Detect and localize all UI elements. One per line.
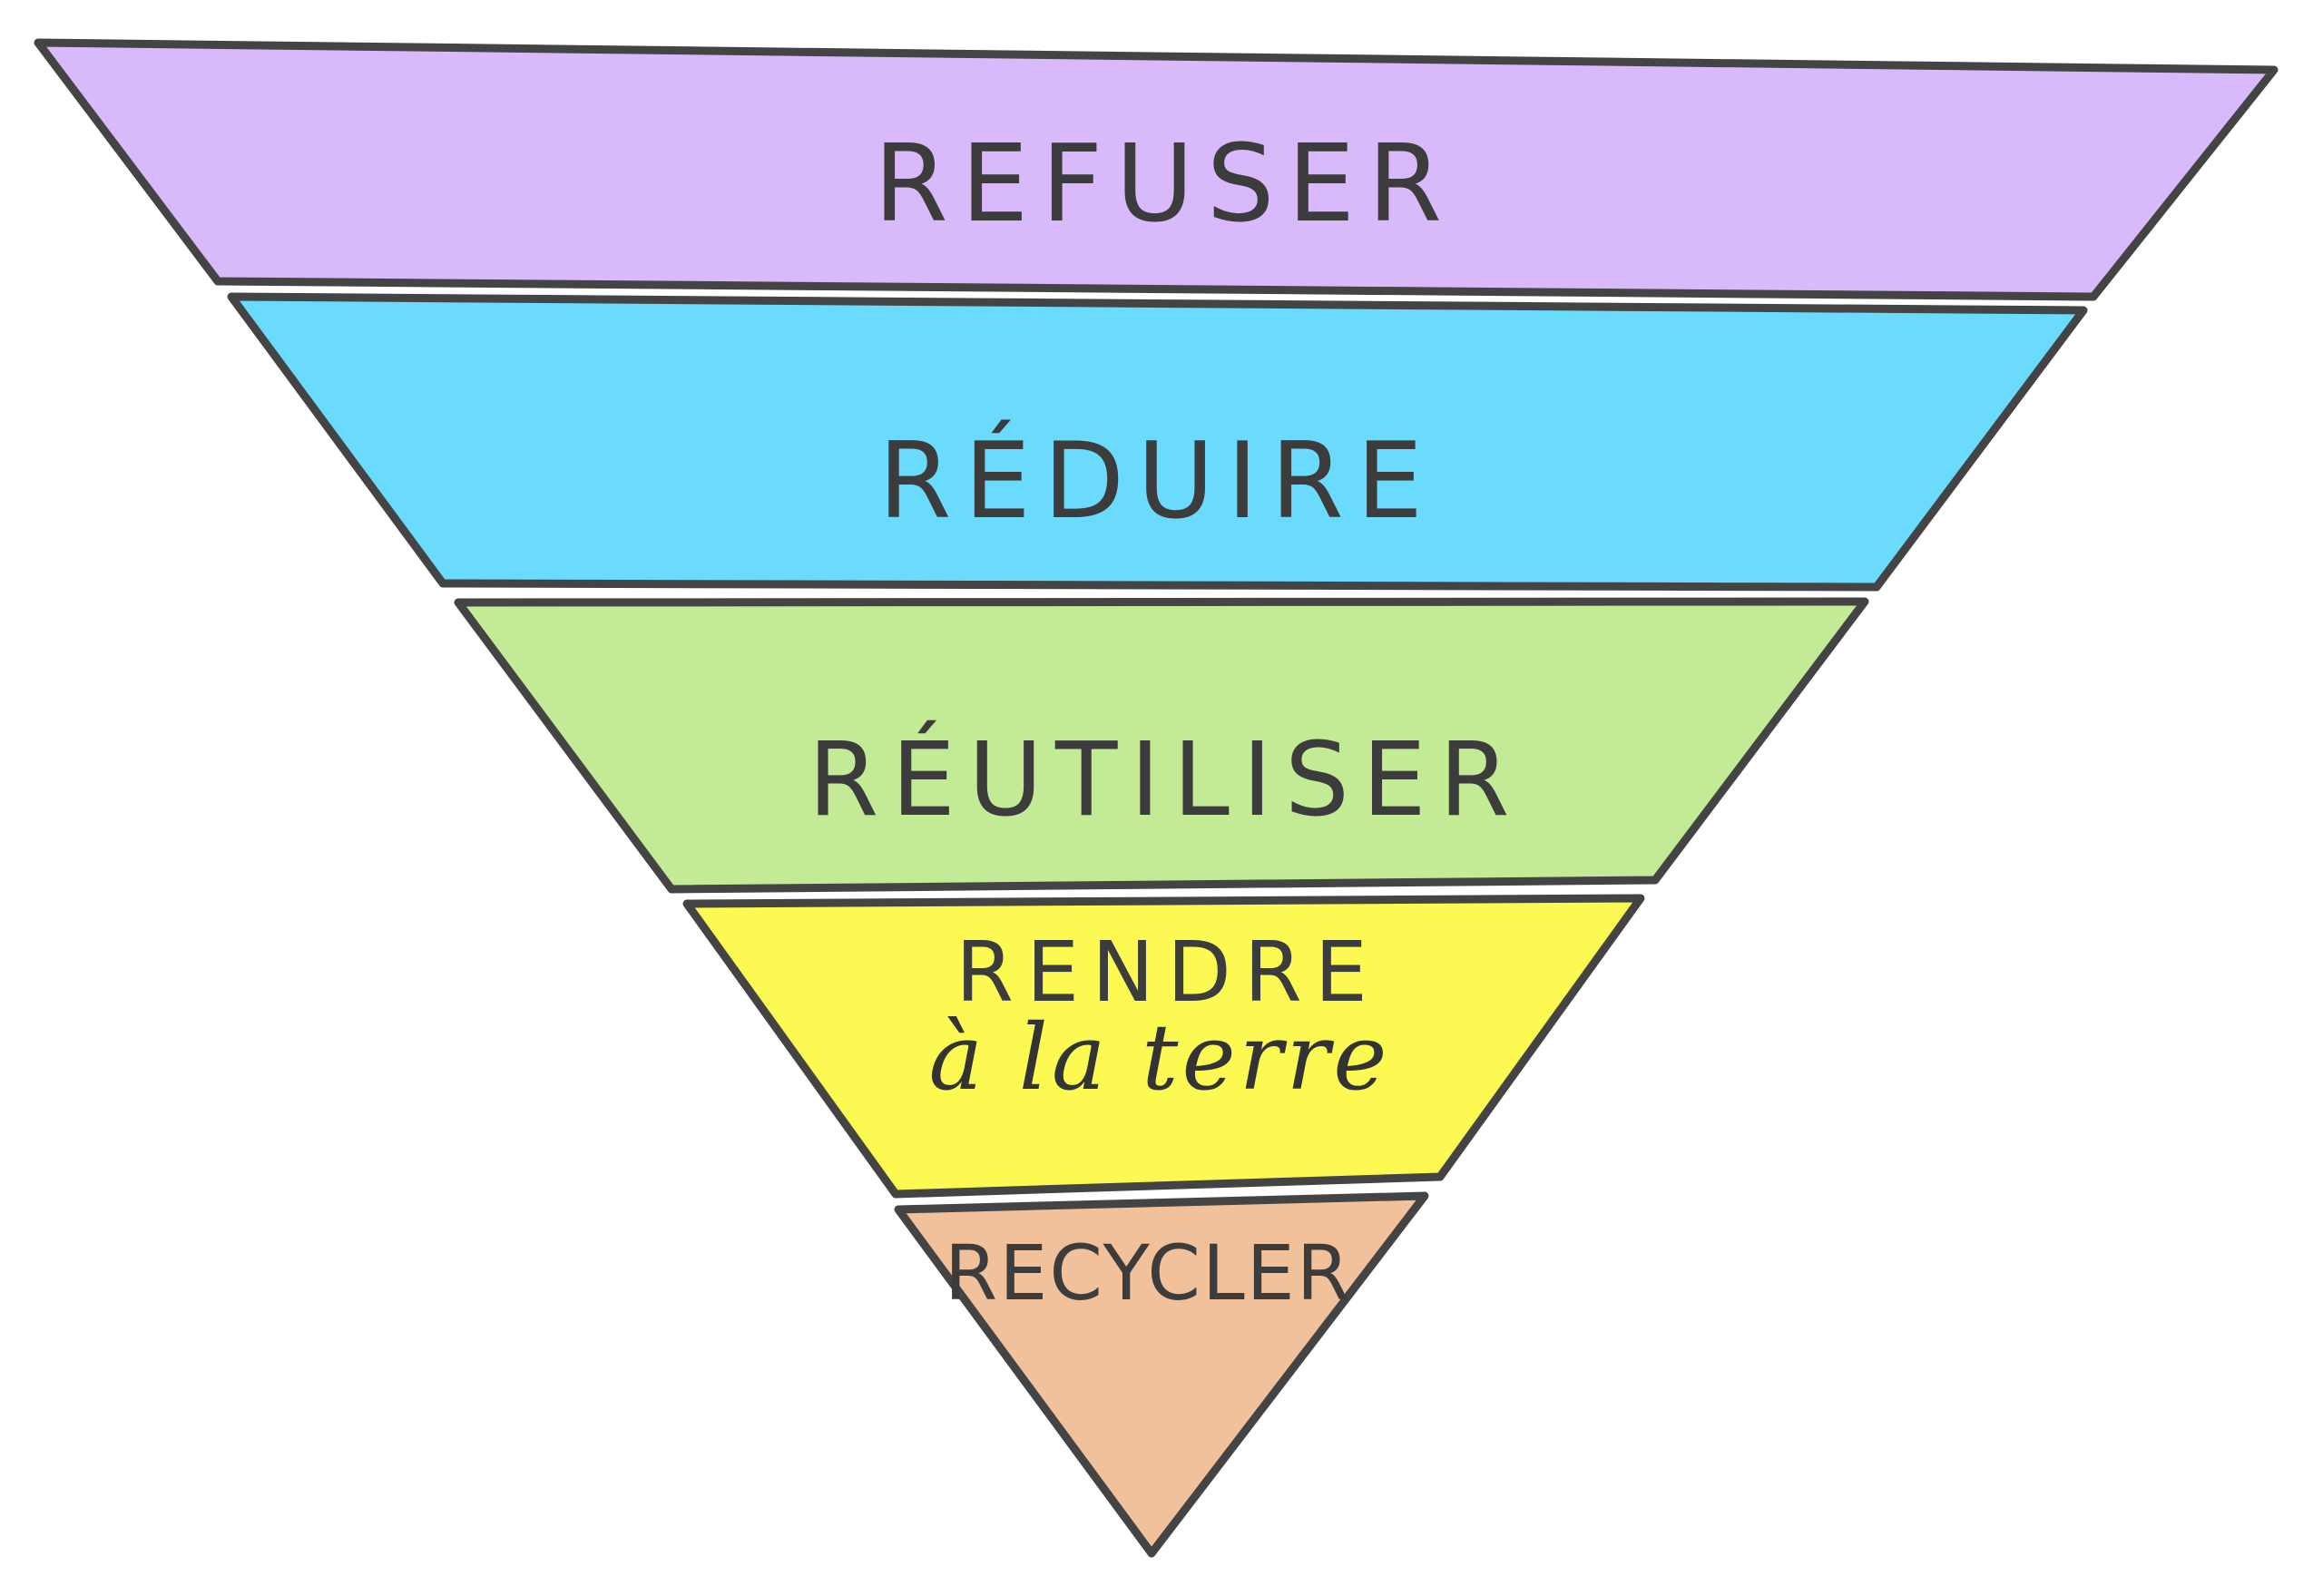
level-rendre: RENDRE à la terre — [682, 894, 1645, 1199]
band-recycler — [894, 1191, 1429, 1558]
band-reduire — [227, 292, 2088, 592]
band-refuser — [34, 38, 2279, 301]
label-reutiliser: RÉUTILISER — [808, 720, 1522, 839]
level-reduire: RÉDUIRE — [227, 292, 2088, 592]
label-refuser: REFUSER — [874, 121, 1455, 246]
label-recycler: RECYCLER — [945, 1229, 1351, 1317]
band-rendre — [682, 894, 1645, 1199]
level-reutiliser: RÉUTILISER — [454, 597, 1869, 894]
label-rendre-line2: à la terre — [929, 1004, 1391, 1111]
label-reduire: RÉDUIRE — [878, 419, 1436, 543]
level-refuser: REFUSER — [34, 38, 2279, 301]
level-recycler: RECYCLER — [894, 1191, 1429, 1558]
label-rendre-line1: RENDRE — [956, 924, 1380, 1021]
band-reutiliser — [454, 597, 1869, 894]
